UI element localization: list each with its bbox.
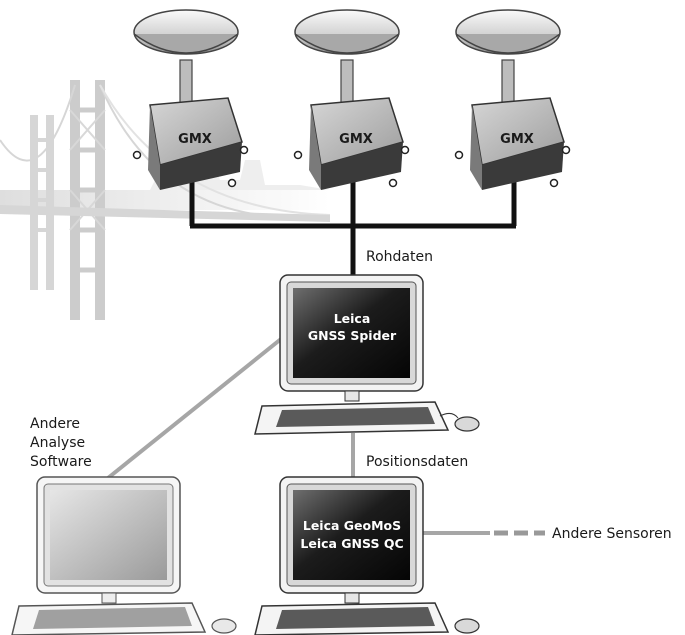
monitor-screen [293, 288, 410, 378]
monitor-screen [293, 490, 410, 580]
raw-data-label: Rohdaten [366, 249, 433, 265]
receiver-label: GMX [339, 132, 373, 147]
other-analysis-label-1: Andere [30, 416, 80, 432]
other-analysis-label-2: Analyse [30, 435, 85, 451]
screen-line-2: GNSS Spider [308, 328, 397, 343]
raw-data-links [189, 180, 517, 276]
computer-other-analysis [11, 476, 237, 635]
screen-line-1: Leica GeoMoS [303, 518, 401, 533]
mouse [211, 618, 237, 634]
mouse [454, 416, 480, 432]
receiver-3: GMX [454, 9, 571, 190]
screen-line-2: Leica GNSS QC [300, 536, 403, 551]
other-sensors-label: Andere Sensoren [552, 526, 672, 542]
screen-line-1: Leica [334, 311, 371, 326]
position-data-label: Positionsdaten [366, 454, 468, 470]
receiver-2: GMX [293, 9, 410, 190]
other-analysis-label-3: Software [30, 454, 92, 470]
mouse [454, 618, 480, 634]
receiver-1: GMX [132, 9, 249, 190]
secondary-links [106, 333, 545, 536]
receiver-label: GMX [178, 132, 212, 147]
computer-geomos: Leica GeoMoS Leica GNSS QC [254, 476, 480, 635]
monitor-screen [50, 490, 167, 580]
receiver-label: GMX [500, 132, 534, 147]
computer-gnss-spider: Leica GNSS Spider [254, 274, 480, 435]
